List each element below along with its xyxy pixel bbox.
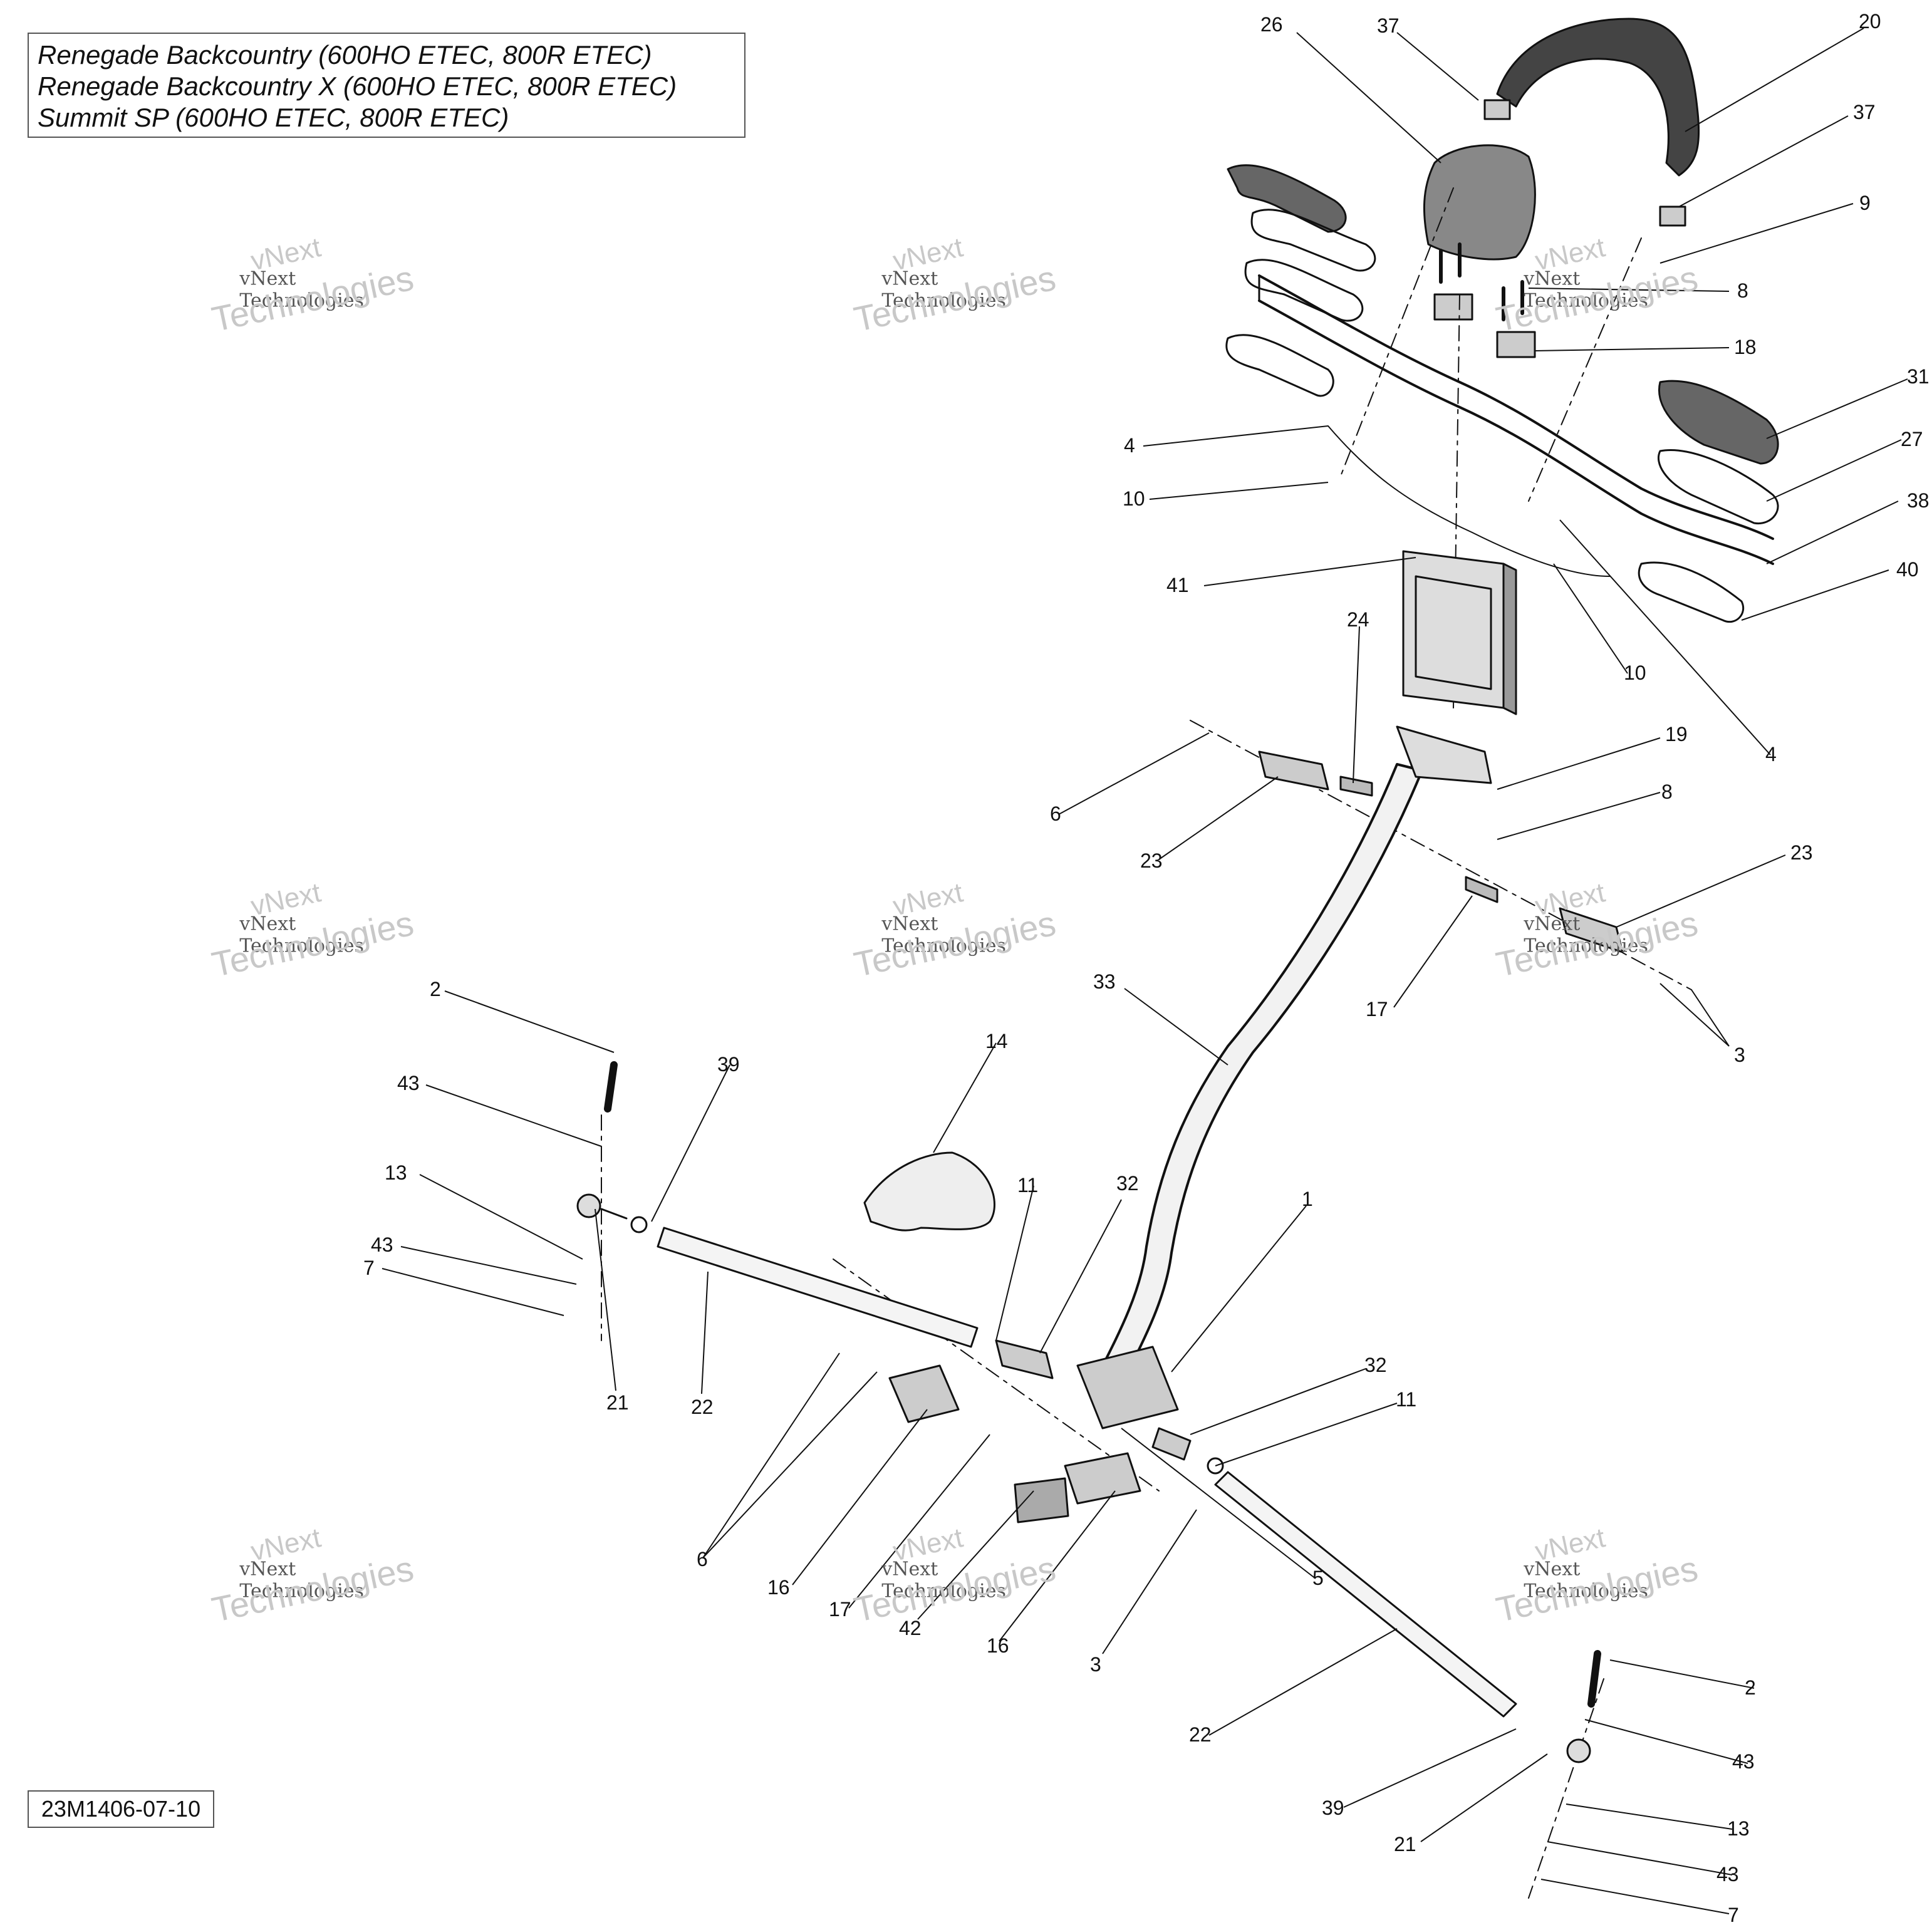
pin-2b (1587, 1650, 1601, 1708)
callout-8: 8 (1737, 279, 1748, 302)
bushing-24 (1339, 776, 1373, 797)
bolts-8a (1439, 242, 1524, 321)
diagram-code: 23M1406-07-10 (28, 1790, 214, 1828)
model-title-box: Renegade Backcountry (600HO ETEC, 800R E… (28, 33, 745, 138)
callout-43: 43 (371, 1233, 393, 1256)
callout-11: 11 (1017, 1174, 1038, 1196)
callout-13: 13 (385, 1161, 407, 1184)
callout-42: 42 (899, 1617, 922, 1639)
callout-6: 6 (1050, 802, 1061, 825)
callout-32: 32 (1116, 1172, 1139, 1195)
callout-38: 38 (1907, 489, 1929, 512)
model-line-1: Renegade Backcountry (600HO ETEC, 800R E… (38, 40, 652, 70)
callout-43: 43 (1716, 1863, 1739, 1886)
callout-41: 41 (1166, 574, 1189, 596)
callout-16: 16 (987, 1634, 1009, 1657)
callout-24: 24 (1347, 608, 1369, 631)
clamp-37b (1659, 205, 1686, 227)
callout-23: 23 (1790, 841, 1813, 864)
callout-27: 27 (1901, 428, 1923, 450)
link-23a (1258, 750, 1329, 791)
tie-rod-right (1151, 1427, 1591, 1763)
callout-32: 32 (1364, 1354, 1387, 1376)
steering-column (1076, 725, 1492, 1429)
bushing-42 (1014, 1477, 1069, 1523)
callout-10: 10 (1123, 487, 1145, 510)
callout-4: 4 (1124, 434, 1135, 457)
callout-1: 1 (1302, 1188, 1313, 1210)
callout-3: 3 (1090, 1653, 1101, 1676)
callout-33: 33 (1093, 970, 1116, 993)
pivot-block-16b (1064, 1452, 1141, 1505)
callout-6: 6 (697, 1548, 708, 1570)
callout-7: 7 (363, 1257, 375, 1279)
callout-13: 13 (1727, 1817, 1750, 1840)
callout-8: 8 (1661, 781, 1673, 803)
callout-23: 23 (1140, 849, 1163, 872)
callout-37: 37 (1853, 101, 1876, 123)
column-cover (863, 1151, 995, 1232)
callout-39: 39 (717, 1053, 740, 1076)
callout-16: 16 (767, 1576, 790, 1599)
callout-40: 40 (1896, 558, 1919, 581)
tie-rod-left (576, 1193, 1054, 1379)
callout-31: 31 (1907, 365, 1929, 388)
callout-11: 11 (1396, 1388, 1416, 1411)
callout-2: 2 (1745, 1676, 1756, 1699)
callout-9: 9 (1859, 192, 1871, 214)
link-23b (1559, 907, 1624, 953)
model-line-3: Summit SP (600HO ETEC, 800R ETEC) (38, 103, 509, 132)
model-line-2: Renegade Backcountry X (600HO ETEC, 800R… (38, 71, 677, 101)
pin-2a (604, 1061, 618, 1113)
callout-7: 7 (1728, 1904, 1739, 1925)
callout-39: 39 (1322, 1797, 1344, 1819)
riser-pad (1423, 144, 1536, 261)
callout-2: 2 (430, 978, 441, 1000)
throttle-cable (1327, 425, 1611, 577)
leader-lines (382, 28, 1908, 1914)
callout-37: 37 (1377, 14, 1400, 37)
callout-4: 4 (1765, 743, 1777, 765)
callout-22: 22 (691, 1396, 714, 1418)
clamp-18a (1433, 293, 1473, 321)
clamp-18b (1496, 331, 1536, 358)
callout-43: 43 (397, 1072, 420, 1094)
callout-21: 21 (606, 1391, 629, 1414)
clamp-37a (1483, 99, 1511, 120)
riser-handle (1496, 18, 1700, 177)
assembly-centerlines (601, 187, 1692, 1899)
left-grip-parts (1225, 164, 1376, 397)
callout-17: 17 (1366, 998, 1388, 1020)
callout-10: 10 (1624, 662, 1646, 684)
callout-21: 21 (1394, 1833, 1416, 1855)
callout-labels: 26 37 20 37 9 8 18 31 27 38 40 4 10 41 1… (363, 10, 1929, 1925)
callout-43: 43 (1732, 1750, 1755, 1773)
pivot-block-16a (888, 1364, 960, 1423)
callout-3: 3 (1734, 1044, 1745, 1066)
callout-17: 17 (829, 1598, 851, 1621)
callout-19: 19 (1665, 723, 1688, 745)
callout-18: 18 (1734, 336, 1757, 358)
callout-14: 14 (985, 1030, 1008, 1052)
callout-22: 22 (1189, 1723, 1212, 1746)
bushing-17a (1465, 876, 1498, 903)
right-grip-parts (1638, 380, 1779, 623)
callout-20: 20 (1859, 10, 1881, 33)
callout-5: 5 (1312, 1567, 1324, 1589)
riser-block (1402, 550, 1517, 715)
callout-26: 26 (1260, 13, 1283, 36)
